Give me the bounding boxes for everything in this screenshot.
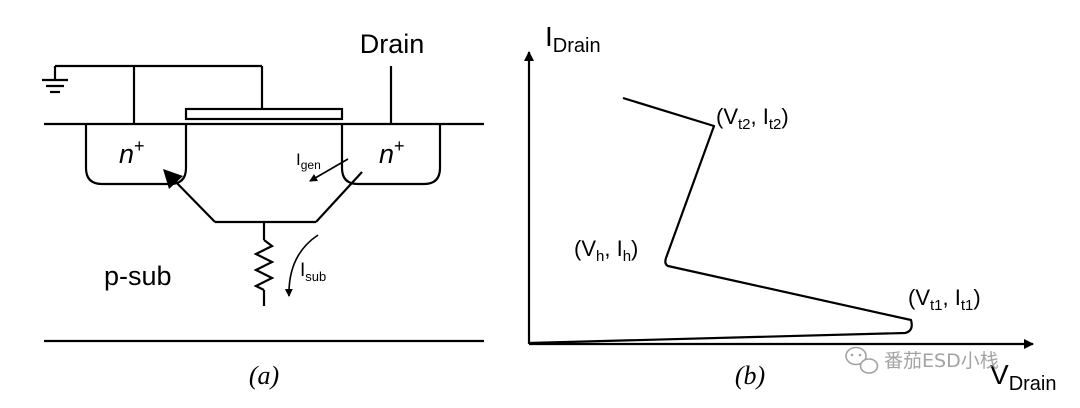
source-gate-wiring [55,64,264,124]
n-plus-source-label: n+ [119,136,145,169]
x-axis-label: VDrain [990,359,1056,395]
panel-a: Drain n+ n+ Igen [42,29,484,390]
watermark-text: 番茄ESD小栈 [884,350,999,372]
igen-label: Igen [296,150,321,172]
caption-a: (a) [249,361,279,390]
gate-electrode [184,107,344,121]
n-plus-source-region [84,124,188,186]
point-t2-label: (Vt2, It2) [716,104,789,133]
isub-label: Isub [300,260,326,284]
substrate-resistor-icon [253,222,275,306]
isub-arrow-icon [284,234,319,297]
point-t1-label: (Vt1, It1) [908,285,981,314]
panel-b: IDrain VDrain (Vt2, It2) (Vh, Ih) (Vt1, … [524,21,1056,395]
snapback-curve [528,96,913,345]
n-plus-drain-label: n+ [379,136,405,169]
parasitic-npn-symbol [163,169,363,224]
caption-b: (b) [735,361,765,390]
p-sub-label: p-sub [104,261,172,291]
igen-arrow-icon [309,158,349,182]
chat-bubble-icon [845,346,879,374]
y-axis-label: IDrain [545,21,601,57]
point-h-label: (Vh, Ih) [574,236,638,265]
drain-label: Drain [360,29,425,59]
n-plus-drain-region [340,124,442,186]
ground-icon [42,66,68,94]
watermark: 番茄ESD小栈 [845,346,999,374]
